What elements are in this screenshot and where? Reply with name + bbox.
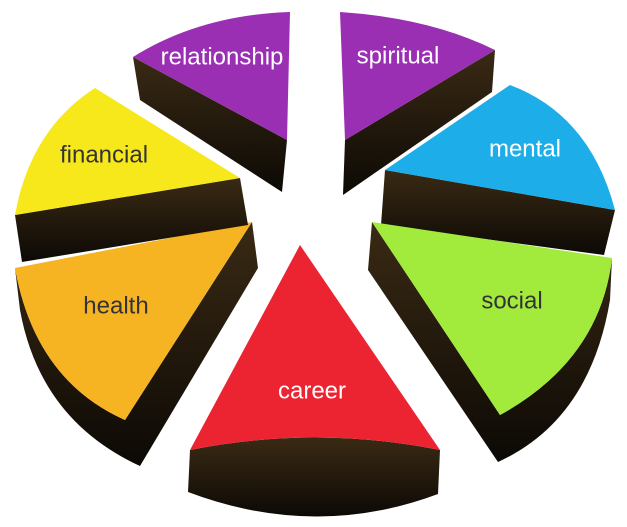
slice-label-mental: mental [489,135,561,162]
slice-social: social [368,222,612,462]
slice-relationship-top [133,12,290,140]
slice-spiritual-top [340,12,495,140]
slice-social-top [372,222,612,415]
slice-label-career: career [278,377,346,404]
slice-relationship-side [133,57,287,192]
slice-spiritual: spiritual [340,12,495,195]
slice-career-side [188,437,440,517]
slice-mental: mental [381,85,615,255]
slice-health-side [15,222,258,466]
slice-health-top [15,222,252,420]
slice-mental-top [385,85,615,210]
slice-label-financial: financial [60,141,148,168]
slice-label-social: social [481,287,542,314]
slice-mental-side [381,170,615,255]
slice-label-health: health [83,292,148,319]
slice-label-spiritual: spiritual [357,42,440,69]
slice-financial: financial [15,88,248,262]
slice-financial-side [15,178,248,262]
slice-health: health [15,222,258,466]
slice-relationship: relationship [133,12,290,192]
slice-label-relationship: relationship [161,43,284,70]
slice-social-side [368,222,612,462]
slice-career-top [190,245,440,450]
slice-spiritual-side [343,50,495,195]
slice-career: career [188,245,440,517]
slice-financial-top [15,88,240,215]
